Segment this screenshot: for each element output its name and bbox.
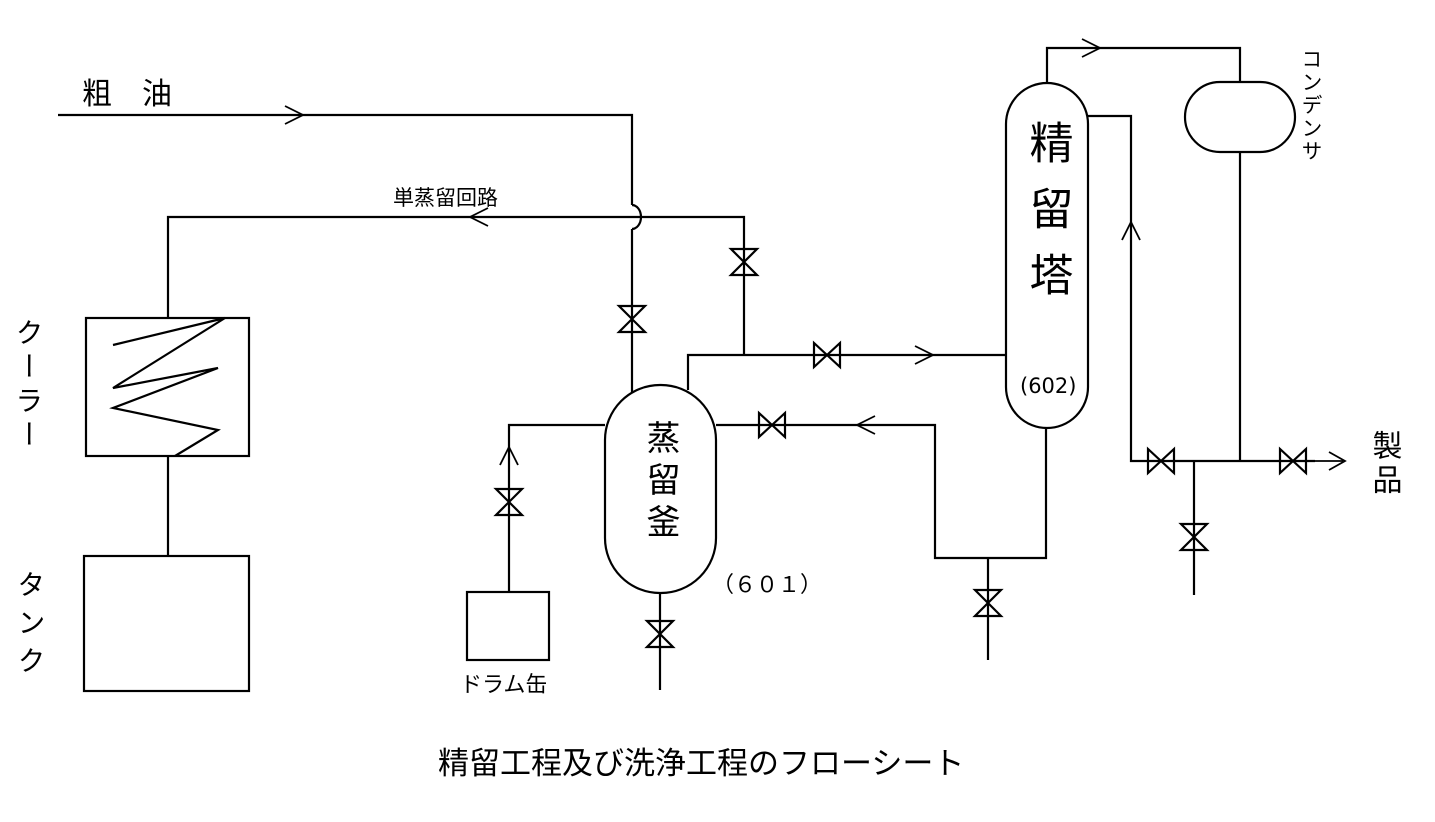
caption: 精留工程及び洗浄工程のフローシート (438, 746, 964, 782)
crude-oil-label: 粗 油 (82, 77, 172, 112)
column-name-label: 精留塔 (1022, 120, 1073, 318)
drum-can (465, 590, 551, 662)
valve-product[interactable] (1278, 446, 1308, 476)
cooler (84, 316, 251, 458)
valve-still-drain[interactable] (644, 619, 676, 649)
column-id-label: (602) (1020, 374, 1076, 398)
column-bottoms-line (716, 415, 1048, 660)
valve-product-drain[interactable] (1178, 522, 1210, 552)
overhead-line (1045, 38, 1242, 83)
product-label: 製品 (1367, 430, 1402, 498)
valve-reflux[interactable] (1146, 446, 1176, 476)
simple-distillation-label: 単蒸留回路 (393, 186, 498, 210)
valve-crude-feed[interactable] (616, 304, 648, 334)
condenser-label: コンデンサ (1299, 48, 1323, 163)
reflux-line (1088, 114, 1347, 595)
simple-distillation-line (166, 207, 746, 355)
tank-label: タンク (14, 570, 47, 684)
drum-can-label: ドラム缶 (460, 673, 547, 698)
drum-line (499, 423, 605, 592)
condenser (1183, 80, 1297, 154)
still-id-label: （６０１） (712, 573, 822, 598)
vapor-line (686, 345, 1007, 390)
valve-drum-line[interactable] (493, 487, 525, 517)
valve-vapor-line[interactable] (812, 340, 842, 370)
tank (82, 554, 251, 693)
still-name-label: 蒸留釜 (640, 420, 680, 546)
crude-oil-line (58, 105, 643, 392)
valve-column-drain[interactable] (972, 588, 1004, 618)
cooler-label: クーラー (12, 318, 45, 454)
valve-simple-distillation[interactable] (728, 247, 760, 277)
valve-bottoms-return[interactable] (757, 410, 787, 440)
